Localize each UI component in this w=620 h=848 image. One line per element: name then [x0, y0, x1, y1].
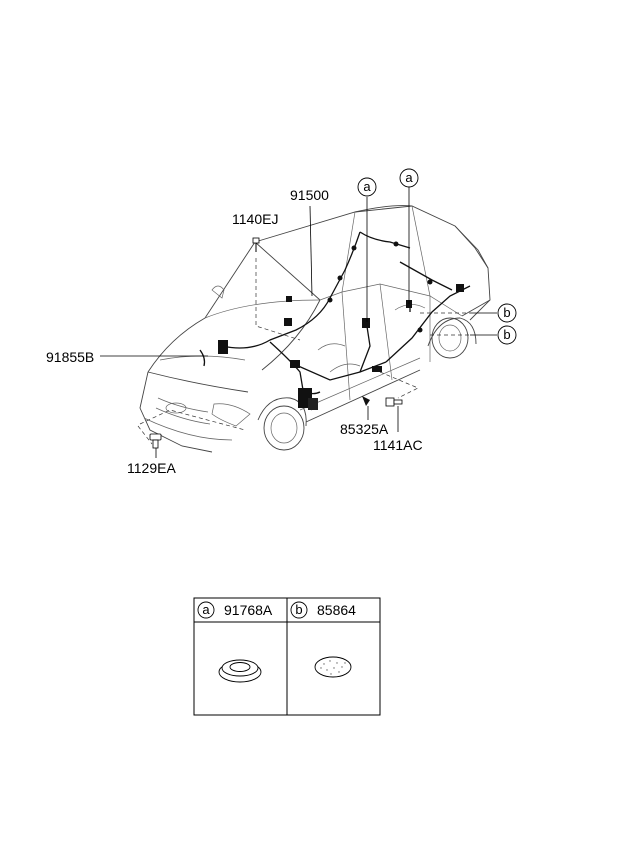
clip-85325a-icon — [362, 396, 370, 406]
legend-a-part: 91768A — [224, 602, 273, 618]
grommet-icon — [218, 659, 262, 683]
callout-b-upper: b — [497, 303, 517, 323]
svg-text:a: a — [202, 602, 210, 617]
fasteners — [149, 237, 403, 449]
car-body — [137, 205, 491, 453]
wiring-harness — [199, 231, 471, 411]
leader-lines — [100, 187, 497, 458]
svg-text:b: b — [503, 327, 510, 342]
pad-icon — [314, 656, 352, 678]
bolt-1141ac-icon — [385, 397, 403, 407]
label-91855b: 91855B — [46, 349, 94, 365]
label-91500: 91500 — [290, 187, 329, 203]
label-1140ej: 1140EJ — [232, 211, 278, 227]
svg-text:b: b — [295, 602, 302, 617]
label-1129ea: 1129EA — [127, 460, 176, 476]
legend-a-header: a 91768A — [197, 601, 273, 619]
legend-b-part: 85864 — [317, 602, 356, 618]
bolt-1140ej-icon — [252, 237, 260, 252]
svg-text:a: a — [405, 170, 413, 185]
svg-text:a: a — [363, 179, 371, 194]
bolt-1129ea-icon — [149, 433, 162, 449]
callout-b-lower: b — [497, 325, 517, 345]
callout-a-left: a — [357, 177, 377, 197]
legend-table: a 91768A b 85864 — [193, 597, 381, 716]
svg-text:b: b — [503, 305, 510, 320]
label-85325a: 85325A — [340, 421, 389, 437]
callout-a-right: a — [399, 168, 419, 188]
legend-b-header: b 85864 — [290, 601, 356, 619]
label-1141ac: 1141AC — [373, 437, 423, 453]
